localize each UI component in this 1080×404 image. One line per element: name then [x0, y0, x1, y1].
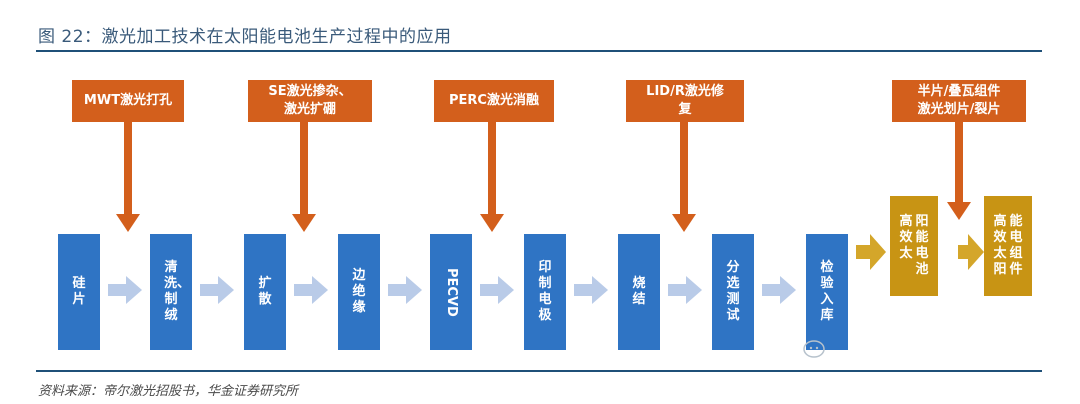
step-pecvd: PECVD [430, 234, 472, 350]
flow-arrow [388, 276, 422, 304]
flow-arrow [574, 276, 608, 304]
flow-arrow [294, 276, 328, 304]
step-sintering: 烧结 [618, 234, 660, 350]
down-arrow-lid [672, 122, 696, 232]
product-solar-module: 能电组件 高效太阳 [984, 196, 1032, 296]
callout-perc: PERC激光消融 [434, 80, 554, 122]
step-cleaning-texturing: 清洗、制绒 [150, 234, 192, 350]
footer-divider [36, 370, 1042, 372]
down-arrow-se [292, 122, 316, 232]
callout-halfcell: 半片/叠瓦组件 激光划片/裂片 [892, 80, 1026, 122]
callout-lid: LID/R激光修 复 [626, 80, 744, 122]
flow-arrow [480, 276, 514, 304]
figure-title: 图 22：激光加工技术在太阳能电池生产过程中的应用 [38, 27, 452, 47]
flow-arrow [200, 276, 234, 304]
flow-arrow [108, 276, 142, 304]
callout-mwt: MWT激光打孔 [72, 80, 184, 122]
down-arrow-mwt [116, 122, 140, 232]
product-solar-cell: 阳能电池 高效太 [890, 196, 938, 296]
callout-se: SE激光掺杂、 激光扩硼 [248, 80, 372, 122]
step-edge-isolation: 边绝缘 [338, 234, 380, 350]
watermark-icon [803, 340, 825, 358]
step-wafer: 硅片 [58, 234, 100, 350]
down-arrow-perc [480, 122, 504, 232]
step-sort-test: 分选测试 [712, 234, 754, 350]
source-note: 资料来源：帝尔激光招股书，华金证券研究所 [38, 384, 299, 399]
step-diffusion: 扩散 [244, 234, 286, 350]
product-arrow [958, 234, 984, 270]
step-print-electrode: 印制电极 [524, 234, 566, 350]
title-divider [36, 50, 1042, 52]
down-arrow-halfcell [947, 122, 971, 220]
flow-arrow [762, 276, 796, 304]
step-inspect-storage: 检验入库 [806, 234, 848, 350]
flow-arrow [668, 276, 702, 304]
product-arrow [856, 234, 886, 270]
